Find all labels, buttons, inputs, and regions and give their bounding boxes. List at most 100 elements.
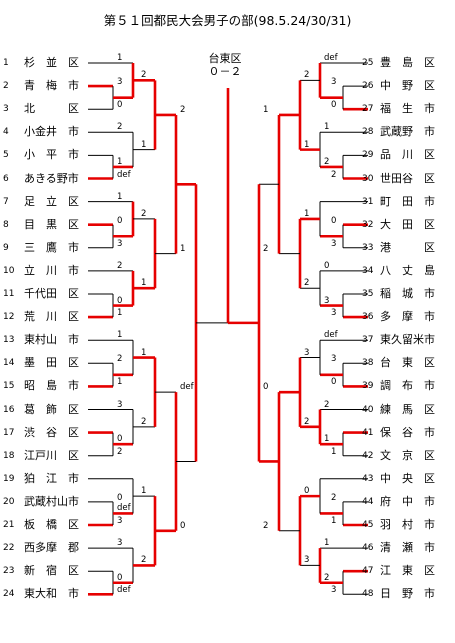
team-name: 立 川 市	[24, 263, 79, 277]
score: def	[117, 503, 131, 514]
team-name: 小 平 市	[24, 148, 79, 162]
team-name: 文 京 区	[380, 448, 435, 462]
team-number: 25	[362, 58, 374, 68]
team-number: 46	[362, 543, 374, 554]
score: def	[180, 382, 194, 393]
team-name: 練 馬 区	[380, 402, 435, 416]
score: 1	[117, 308, 123, 319]
team-name: 多 摩 市	[380, 310, 435, 324]
score: def	[117, 585, 131, 596]
team-number: 5	[3, 150, 9, 161]
team-number: 28	[362, 127, 374, 138]
team-number: 1	[3, 58, 9, 68]
score: 3	[331, 77, 337, 88]
team-number: 21	[3, 520, 15, 530]
team-number: 22	[3, 543, 15, 554]
team-name: 八 丈 島	[380, 263, 435, 277]
score: def	[324, 53, 338, 63]
team-number: 8	[3, 219, 9, 230]
score: 1	[117, 377, 123, 388]
score: 2	[304, 70, 310, 81]
team-number: 43	[362, 473, 374, 484]
score: 1	[117, 156, 123, 167]
team-name: 小金井 市	[24, 125, 79, 139]
team-name: 千代田 区	[24, 287, 79, 300]
team-name: 西多摩 郡	[24, 541, 79, 555]
team-name: 福 生 市	[380, 102, 435, 116]
team-name: 東大和 市	[24, 587, 79, 601]
final-score: ０－２	[208, 65, 242, 78]
score: 3	[331, 585, 337, 596]
team-name: 渋 谷 区	[24, 425, 79, 439]
score: def	[324, 330, 338, 341]
score: 3	[117, 538, 123, 549]
team-name: 北 区	[24, 102, 79, 116]
team-name: 稲 城 市	[380, 287, 435, 300]
score: 2	[117, 446, 123, 457]
score: 0	[331, 215, 337, 226]
score: 1	[324, 122, 330, 133]
score: 0	[117, 100, 123, 111]
score: 3	[117, 516, 123, 526]
score: 0	[263, 382, 269, 393]
team-name: 保 谷 市	[380, 425, 435, 439]
team-name: 中 野 区	[380, 79, 435, 93]
team-name: 豊 島 区	[380, 56, 435, 69]
score: 3	[331, 308, 337, 319]
score: 2	[263, 520, 269, 531]
score: 0	[180, 520, 186, 531]
score: 3	[117, 238, 123, 249]
team-number: 32	[362, 219, 374, 230]
score: 2	[117, 354, 123, 365]
team-name: 杉 並 区	[24, 56, 79, 69]
score: 1	[141, 278, 147, 289]
team-name: 武蔵野 市	[380, 125, 435, 139]
team-name: 大 田 区	[380, 217, 435, 231]
score: 0	[117, 492, 123, 503]
score: 1	[141, 486, 147, 497]
score: 0	[324, 260, 330, 271]
score: 2	[263, 243, 269, 254]
team-number: 2	[3, 81, 9, 92]
team-name: 品 川 区	[380, 148, 435, 162]
team-name: 昭 島 市	[24, 379, 79, 393]
team-name: 江戸川 区	[24, 448, 79, 462]
score: 1	[180, 243, 186, 254]
score: 1	[331, 446, 337, 457]
score: 3	[117, 77, 123, 88]
score: 0	[331, 100, 337, 111]
team-name: 調 布 市	[380, 379, 435, 393]
team-number: 15	[3, 381, 15, 392]
team-number: 33	[362, 242, 374, 253]
team-number: 38	[362, 358, 374, 369]
team-name: 武蔵村山市	[24, 494, 79, 508]
score: 1	[324, 538, 330, 549]
team-number: 29	[362, 150, 374, 161]
score: 3	[324, 295, 330, 306]
team-number: 35	[362, 289, 374, 299]
team-number: 4	[3, 127, 9, 138]
score: 2	[117, 260, 123, 271]
team-name: 江 東 区	[380, 564, 435, 578]
team-number: 34	[362, 265, 374, 276]
team-name: 葛 飾 区	[24, 402, 79, 416]
team-name: 羽 村 市	[380, 518, 435, 531]
score: 0	[117, 434, 123, 445]
team-number: 20	[3, 496, 15, 507]
team-name: 清 瀬 市	[380, 541, 435, 555]
team-name: 荒 川 区	[24, 310, 79, 324]
team-name: 東村山 市	[24, 333, 79, 347]
team-number: 26	[362, 81, 374, 92]
score: 3	[304, 347, 310, 358]
team-number: 6	[3, 173, 9, 184]
team-number: 12	[3, 312, 15, 323]
team-number: 23	[3, 566, 15, 577]
team-number: 30	[362, 173, 374, 184]
score: 1	[117, 53, 123, 63]
team-name: 墨 田 区	[24, 356, 79, 370]
team-name: 足 立 区	[24, 194, 79, 208]
score: 0	[117, 215, 123, 226]
team-name: あきる野市	[24, 171, 79, 185]
score: 2	[141, 70, 147, 81]
team-number: 41	[362, 427, 374, 438]
